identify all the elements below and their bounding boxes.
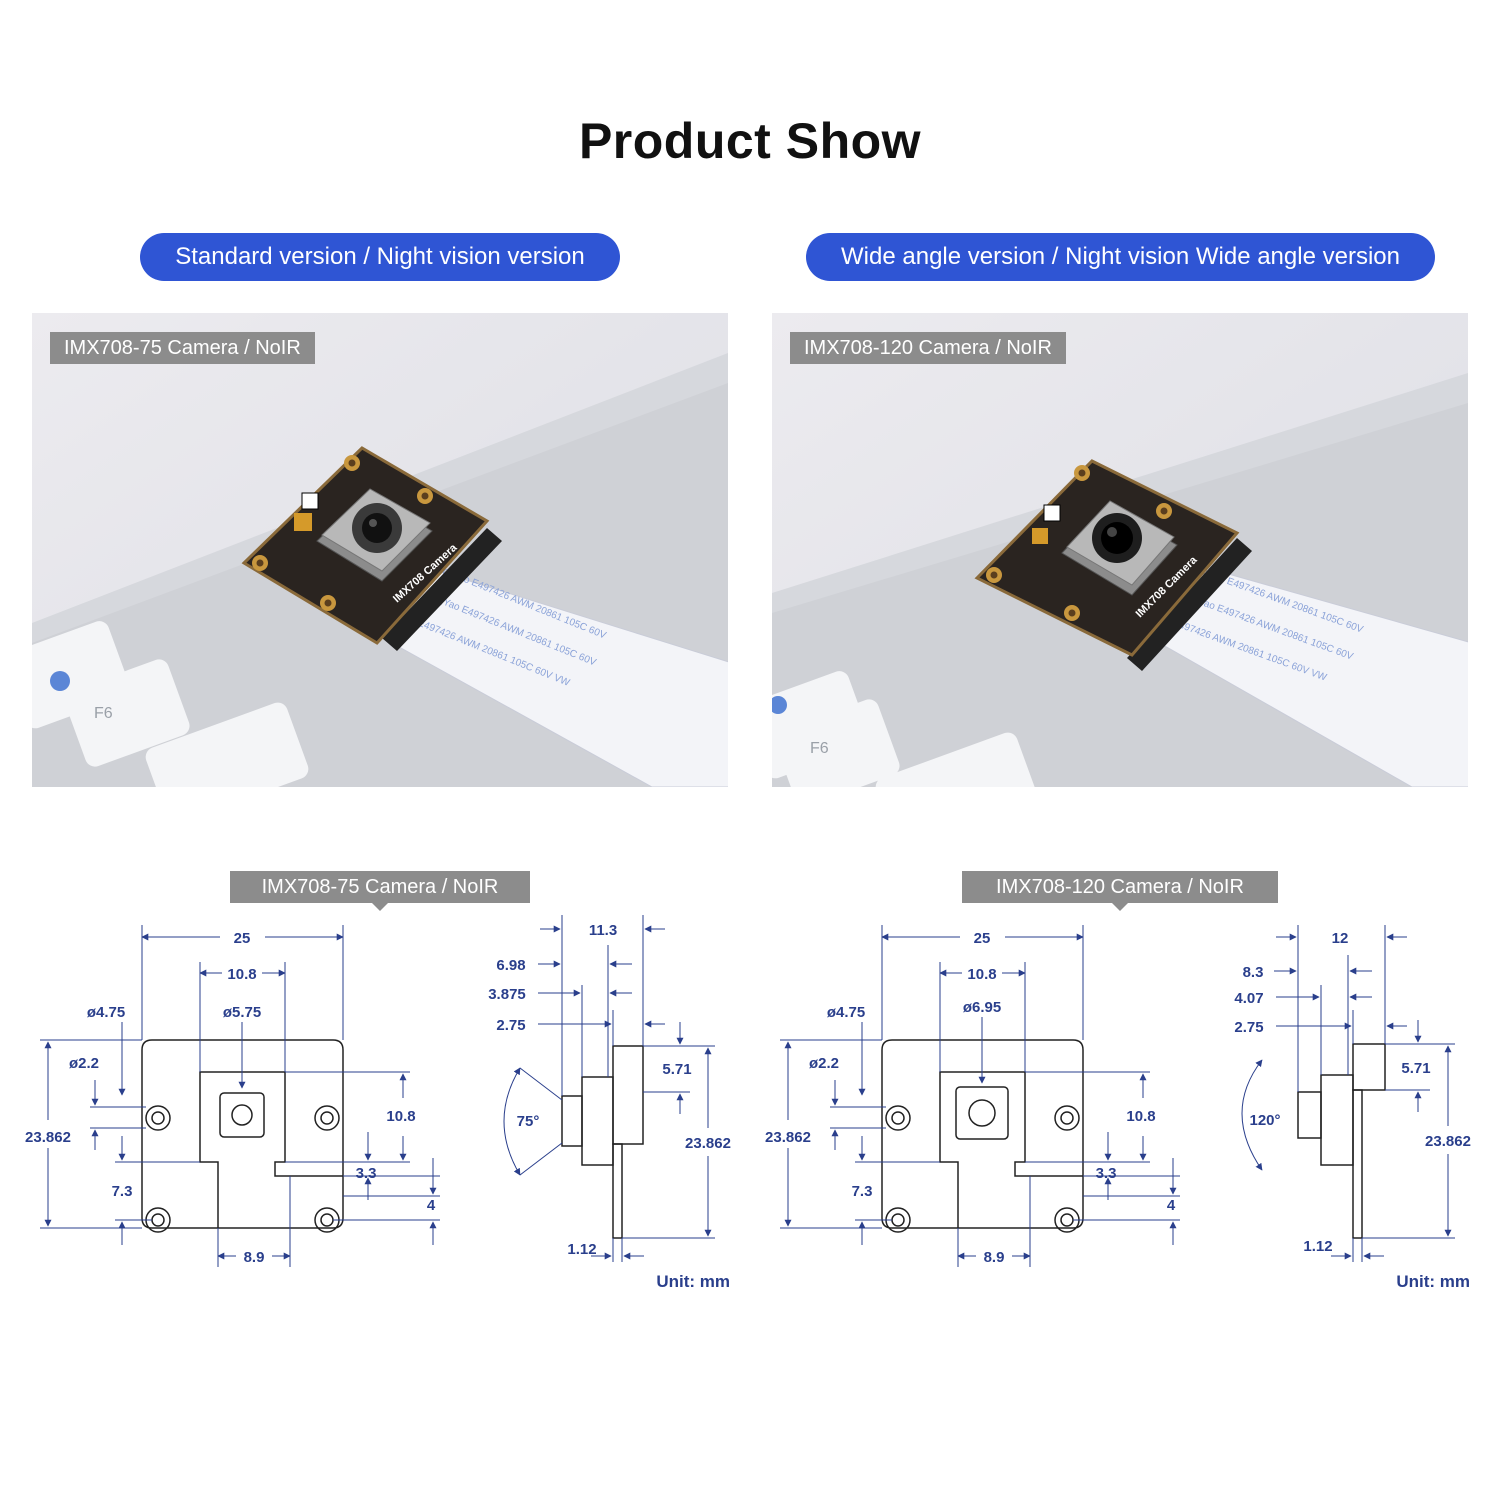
side-view-75: 75° 11.3 6.98 3.875 2.75 5.71 23.862 1.1… — [488, 915, 731, 1291]
key-label: F6 — [94, 705, 113, 722]
dim-lens-width: 10.8 — [227, 966, 256, 983]
dim-side-d: 5.71 — [662, 1061, 691, 1078]
dim-offset-a: 3.3 — [356, 1165, 377, 1182]
dim-hole-dia: ø2.2 — [809, 1055, 839, 1072]
dim-fov-angle: 75° — [517, 1113, 540, 1130]
dim-side-c: 2.75 — [1234, 1019, 1263, 1036]
dim-lens-dia: ø5.75 — [223, 1004, 261, 1021]
dim-side-total: 12 — [1332, 930, 1349, 947]
product-photo-120: F6 ongYao E497426 AWM 20861 105C 60V ong… — [772, 313, 1468, 787]
dim-offset-b: 7.3 — [112, 1183, 133, 1200]
version-pill-wide: Wide angle version / Night vision Wide a… — [806, 233, 1435, 281]
product-photo-75: F6 ongYao E497426 AWM 20861 105C 60V ong… — [32, 313, 728, 787]
dim-height: 23.862 — [765, 1129, 811, 1146]
dim-side-thickness: 1.12 — [1303, 1238, 1332, 1255]
dim-side-b: 3.875 — [488, 986, 526, 1003]
diagram-tag-75: IMX708-75 Camera / NoIR — [230, 871, 530, 911]
dim-lens-dia: ø6.95 — [963, 999, 1001, 1016]
dim-lens-height: 10.8 — [1126, 1108, 1155, 1125]
dim-side-a: 8.3 — [1243, 964, 1264, 981]
dim-bottom-width: 8.9 — [984, 1249, 1005, 1266]
photo-tag-75: IMX708-75 Camera / NoIR — [50, 332, 315, 364]
diagram-tag-120: IMX708-120 Camera / NoIR — [962, 871, 1278, 911]
dim-fov-angle: 120° — [1249, 1112, 1280, 1129]
dim-hole-small: ø4.75 — [87, 1004, 125, 1021]
side-view-120: 120° 12 8.3 4.07 2.75 5.71 23.862 1.12 U — [1234, 925, 1471, 1291]
dim-side-total: 11.3 — [589, 922, 617, 939]
dim-width: 25 — [974, 930, 991, 947]
dim-offset-c: 4 — [427, 1197, 436, 1214]
dim-side-d: 5.71 — [1401, 1060, 1430, 1077]
unit-label: Unit: mm — [656, 1272, 730, 1291]
dim-offset-b: 7.3 — [852, 1183, 873, 1200]
front-view-75: 25 10.8 ø4.75 ø5.75 ø2.2 23.862 10.8 3.3 — [25, 925, 440, 1267]
dimension-drawings: 25 10.8 ø4.75 ø5.75 ø2.2 23.862 10.8 3.3 — [25, 915, 1471, 1291]
dim-side-c: 2.75 — [496, 1017, 525, 1034]
dim-side-height: 23.862 — [685, 1135, 731, 1152]
front-view-120: 25 10.8 ø4.75 ø6.95 ø2.2 23.862 10.8 3.3 — [765, 925, 1180, 1267]
dim-side-thickness: 1.12 — [567, 1241, 596, 1258]
version-pill-standard: Standard version / Night vision version — [140, 233, 620, 281]
dim-hole-small: ø4.75 — [827, 1004, 865, 1021]
dim-lens-width: 10.8 — [967, 966, 996, 983]
page-title: Product Show — [578, 113, 922, 169]
dim-hole-dia: ø2.2 — [69, 1055, 99, 1072]
dim-height: 23.862 — [25, 1129, 71, 1146]
key-label: F6 — [810, 740, 829, 757]
dim-bottom-width: 8.9 — [244, 1249, 265, 1266]
dim-offset-c: 4 — [1167, 1197, 1176, 1214]
unit-label: Unit: mm — [1396, 1272, 1470, 1291]
dim-side-a: 6.98 — [496, 957, 525, 974]
dim-lens-height: 10.8 — [386, 1108, 415, 1125]
dim-side-b: 4.07 — [1234, 990, 1263, 1007]
dim-offset-a: 3.3 — [1096, 1165, 1117, 1182]
photo-tag-120: IMX708-120 Camera / NoIR — [790, 332, 1066, 364]
dim-width: 25 — [234, 930, 251, 947]
dim-side-height: 23.862 — [1425, 1133, 1471, 1150]
